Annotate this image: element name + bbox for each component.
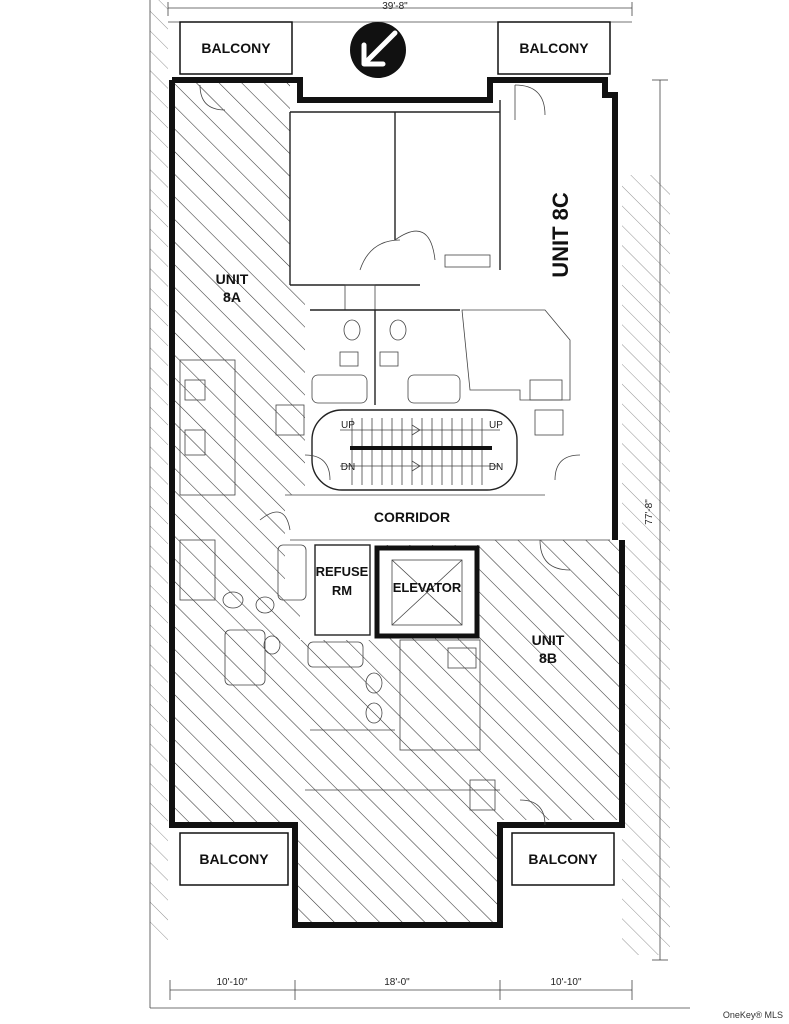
dimension-right-height: 77'-8" [644,499,655,525]
balcony-top-left-label: BALCONY [201,40,271,56]
unit-8a-label-line2: 8A [223,289,241,305]
unit-8c-label: UNIT 8C [548,192,573,278]
unit-8c-partitions [199,84,571,436]
elevator-label: ELEVATOR [393,580,462,595]
balcony-bottom-right [511,832,615,886]
dimension-bottom-left: 10'-10" [216,977,247,988]
unit-8b-label-line1: UNIT [532,632,565,648]
unit-8a-label-line1: UNIT [216,271,249,287]
balcony-top-right [497,21,611,75]
stair-dn-label-2: DN [489,462,503,473]
site-hatching [150,0,670,955]
stair-dn-label-1: DN [341,462,355,473]
refuse-room-label-line2: RM [332,583,352,598]
corridor-walls [259,454,610,541]
exterior-walls [169,77,625,928]
refuse-room[interactable] [314,544,371,636]
stair-up-label-1: UP [341,420,355,431]
stair-core [311,409,518,491]
unit-8a-area[interactable] [172,80,305,620]
dimension-bottom-right: 10'-10" [550,977,581,988]
mls-credit: OneKey® MLS [722,1010,783,1020]
unit-8b-label-line2: 8B [539,650,557,666]
corridor-label: CORRIDOR [374,509,450,525]
balcony-bottom-left-label: BALCONY [199,851,269,867]
unit-8b-fixtures [224,539,571,826]
dimension-top-width: 39'-8" [382,1,408,12]
unit-8b-area[interactable] [172,540,622,925]
elevator-shaft[interactable] [374,545,480,639]
dimension-bottom-mid: 18'-0" [384,977,410,988]
stair-up-label-2: UP [489,420,503,431]
unit-8a-fixtures [179,359,307,614]
north-arrow-icon [350,22,406,78]
balcony-bottom-left [179,832,289,886]
balcony-bottom-right-label: BALCONY [528,851,598,867]
refuse-room-label-line1: REFUSE [316,564,369,579]
balcony-top-right-label: BALCONY [519,40,589,56]
balcony-top-left [179,21,293,75]
